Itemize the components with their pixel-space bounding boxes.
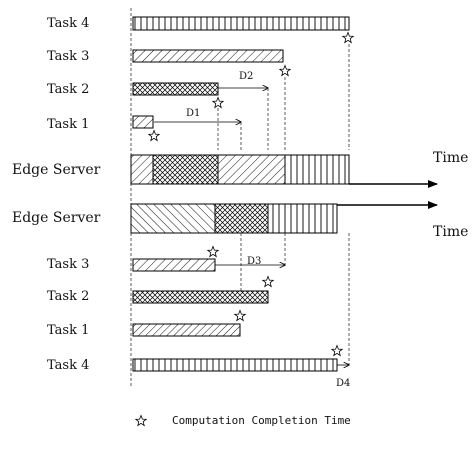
- top-task-3-bar: [132, 49, 284, 63]
- top-task-2-label: Task 2: [47, 82, 89, 97]
- bottom-server-task-2-segment: [214, 203, 269, 234]
- bottom-server-timeline: [130, 203, 338, 234]
- legend-star-icon: [135, 415, 147, 426]
- top-server-task-3-segment: [217, 154, 286, 185]
- top-task-3-completion-star-icon: [279, 65, 291, 76]
- top-task-1-bar: [132, 115, 154, 129]
- bottom-task-1-label: Task 1: [47, 323, 89, 338]
- bottom-server-label: Edge Server: [12, 210, 101, 226]
- bottom-task-1-completion-star-icon: [234, 310, 246, 321]
- top-task-4-bar: [132, 16, 350, 31]
- bottom-task-3-completion-star-icon: [207, 246, 219, 257]
- d2-label: D2: [239, 71, 253, 82]
- top-server-task-2-segment: [152, 154, 219, 185]
- top-task-2-completion-star-icon: [212, 97, 224, 108]
- top-server-task-4-segment: [284, 154, 350, 185]
- d1-label: D1: [186, 108, 200, 119]
- top-server-label: Edge Server: [12, 162, 101, 178]
- top-task-3-label: Task 3: [47, 49, 89, 64]
- top-task-4-completion-star-icon: [342, 32, 354, 43]
- d3-label: D3: [247, 256, 261, 267]
- bottom-task-2-bar: [132, 290, 269, 304]
- bottom-task-2-label: Task 2: [47, 289, 89, 304]
- top-task-4-label: Task 4: [47, 16, 89, 31]
- bottom-task-3-label: Task 3: [47, 257, 89, 272]
- top-server-task-1-segment: [130, 154, 154, 185]
- bottom-task-4-completion-star-icon: [331, 345, 343, 356]
- bottom-server-task-3-segment: [130, 203, 216, 234]
- top-time-label: Time: [433, 150, 468, 166]
- bottom-task-4-bar: [132, 358, 338, 372]
- bottom-task-2-completion-star-icon: [262, 276, 274, 287]
- top-task-1-completion-star-icon: [148, 130, 160, 141]
- top-task-2-bar: [132, 82, 219, 96]
- top-server-timeline: [130, 154, 350, 185]
- bottom-server-task-4-segment: [267, 203, 338, 234]
- bottom-task-1-bar: [132, 323, 241, 337]
- d4-label: D4: [336, 378, 350, 389]
- bottom-task-3-bar: [132, 258, 216, 272]
- bottom-time-label: Time: [433, 224, 468, 240]
- legend-text: Computation Completion Time: [172, 414, 351, 427]
- top-task-1-label: Task 1: [47, 117, 89, 132]
- bottom-task-4-label: Task 4: [47, 358, 89, 373]
